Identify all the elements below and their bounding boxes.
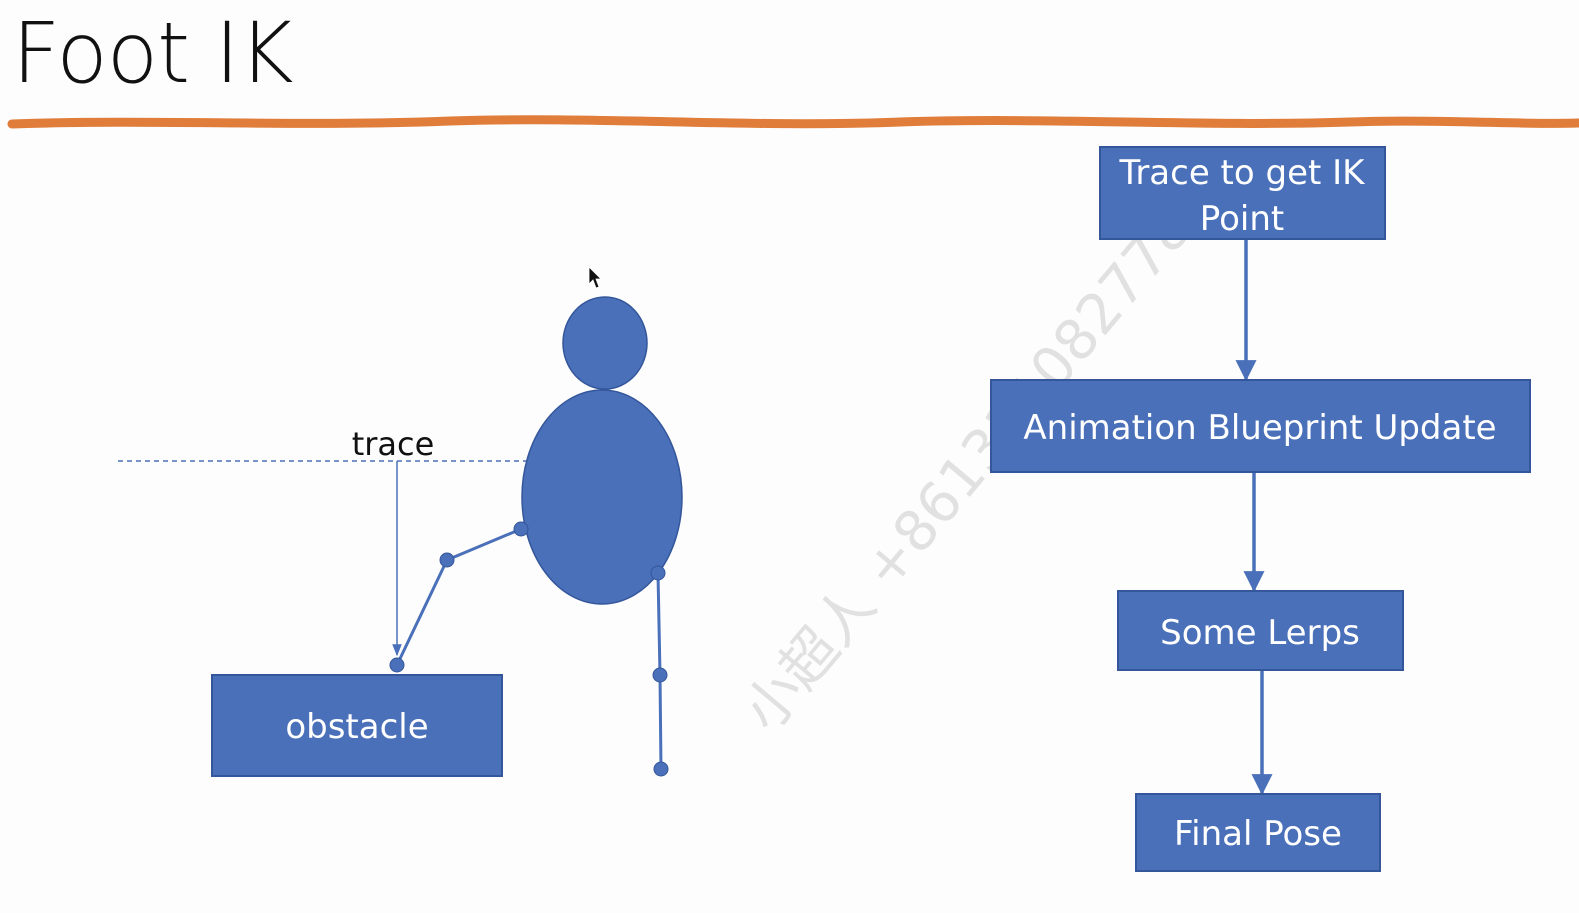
figure-body (521, 389, 683, 605)
obstacle-label: obstacle (285, 707, 428, 747)
flow-animbp-label: Animation Blueprint Update (1023, 408, 1496, 448)
joint-foot-left (389, 657, 405, 673)
joint-hip-left (513, 521, 529, 537)
flow-trace-label-line2: Point (1200, 199, 1284, 239)
obstacle-box (211, 674, 503, 777)
trace-label: trace (352, 425, 435, 463)
figure-raised-leg (395, 527, 522, 666)
mouse-pointer-icon (588, 266, 602, 289)
title-underline (7, 115, 1579, 129)
character-figure (389, 296, 683, 777)
slide-title: Foot IK (12, 4, 294, 102)
joint-hip-right (650, 565, 666, 581)
figure-head (562, 296, 648, 390)
joint-knee-right (652, 667, 668, 683)
flow-lerps-label: Some Lerps (1160, 613, 1360, 653)
joint-foot-right (653, 761, 669, 777)
flow-trace-label-line1: Trace to get IK (1119, 153, 1367, 193)
joint-knee-left (439, 552, 455, 568)
flow-box-lerps (1117, 590, 1404, 671)
flow-box-animbp (990, 379, 1531, 473)
flow-final-label: Final Pose (1174, 814, 1342, 854)
flow-box-trace (1099, 146, 1386, 240)
flow-box-final (1135, 793, 1381, 872)
